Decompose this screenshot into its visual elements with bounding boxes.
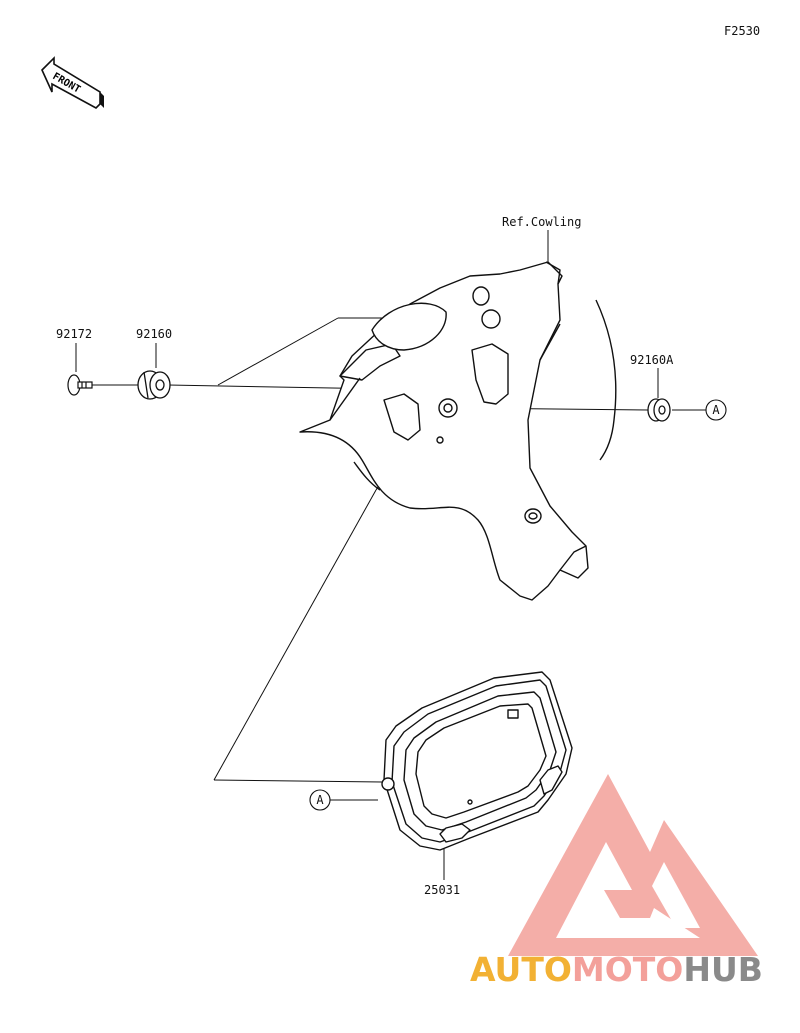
part-label-92172: 92172 [56, 327, 92, 341]
front-arrow-icon: FRONT [41, 56, 104, 109]
grommet-92160 [137, 370, 171, 400]
watermark-text: AUTOMOTOHUB [470, 950, 763, 989]
callout-a-right-label: A [712, 403, 720, 417]
figure-code: F2530 [724, 24, 761, 38]
callout-a-left: A [309, 789, 331, 811]
grommet-92160A [647, 398, 671, 422]
callout-a-left-label: A [316, 793, 324, 807]
watermark-part-auto: AUTO [470, 950, 572, 989]
watermark-part-hub: HUB [683, 950, 763, 989]
meter-assembly-25031 [381, 671, 573, 851]
watermark-logo-icon [508, 774, 758, 956]
bolt-92172 [67, 374, 93, 396]
part-label-25031: 25031 [424, 883, 460, 897]
watermark-part-moto: MOTO [571, 950, 684, 989]
meter-bracket [299, 261, 617, 601]
callout-a-right: A [705, 399, 727, 421]
part-label-92160A: 92160A [630, 353, 674, 367]
part-label-92160: 92160 [136, 327, 172, 341]
ref-cowling-label: Ref.Cowling [502, 215, 581, 229]
